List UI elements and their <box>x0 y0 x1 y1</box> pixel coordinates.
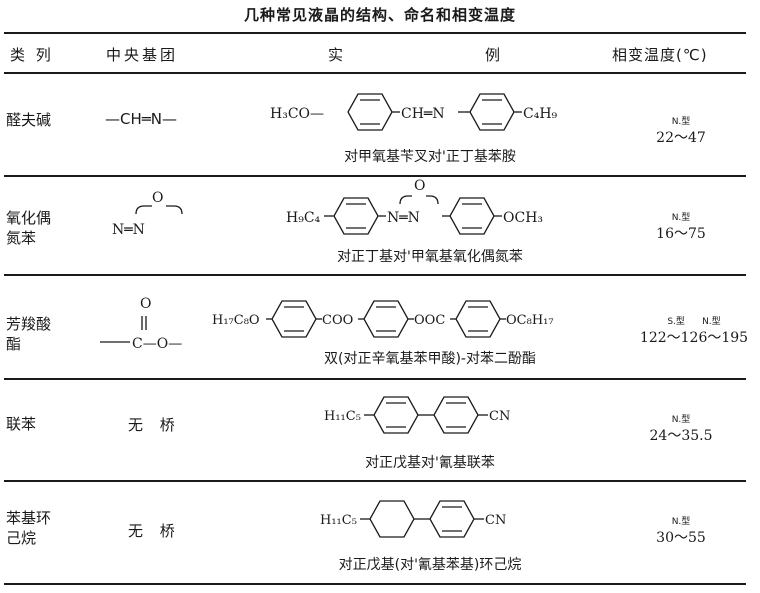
temperature-range: 24～35.5 <box>649 428 713 444</box>
central-group-diagram: O C—O— <box>100 296 182 352</box>
benzene-ring <box>271 300 317 338</box>
temperature-range: 16～75 <box>656 226 706 242</box>
structural-formula: H₃CO— CH═N C₄H₉ <box>270 93 558 131</box>
phase-type-nematic: N.型 <box>702 317 721 327</box>
row-divider <box>4 378 746 380</box>
benzene-ring <box>433 396 479 434</box>
benzene-ring <box>429 500 475 538</box>
benzene-ring <box>455 300 501 338</box>
temperature-cell: N.型 22～47 <box>626 114 736 146</box>
formula-left: H₁₁C₅ <box>320 513 357 528</box>
header-example-right: 例 <box>485 46 504 64</box>
formula-right: CN <box>485 513 506 528</box>
phase-type: N.型 <box>671 117 691 127</box>
bottom-rule <box>4 583 746 585</box>
category-cell: 氧化偶 氮苯 <box>6 209 52 247</box>
header-central-group: 中央基团 <box>106 46 179 64</box>
formula-right: CN <box>489 409 510 424</box>
compound-name: 对正戊基(对'氰基苯基)环己烷 <box>338 557 522 573</box>
bridge-link: N═N <box>112 222 145 238</box>
link-oxygen: O <box>414 178 425 194</box>
formula-right: C₄H₉ <box>523 106 558 122</box>
formula-left: H₁₁C₅ <box>324 409 361 424</box>
compound-name: 双(对正辛氧基苯甲酸)-对苯二酚酯 <box>324 351 536 367</box>
header-category: 类 列 <box>10 46 54 64</box>
temperature-range: 30～55 <box>656 530 706 546</box>
compound-name: 对正丁基对'甲氧基氧化偶氮苯 <box>337 249 523 265</box>
benzene-ring <box>373 396 419 434</box>
header-example-left: 实 <box>328 46 347 64</box>
formula-right: OCH₃ <box>503 210 543 226</box>
bridge-oxygen: O <box>152 190 163 206</box>
benzene-ring <box>347 93 393 131</box>
bridge-link: C—O— <box>132 336 182 352</box>
category-cell: 联苯 <box>6 415 37 433</box>
formula-left: H₃CO— <box>270 106 324 122</box>
benzene-ring <box>363 300 409 338</box>
structural-formula: H₁₁C₅ CN <box>324 396 510 434</box>
compound-name: 对正戊基对'氰基联苯 <box>365 455 495 471</box>
phase-type: N.型 <box>671 517 691 527</box>
central-group-cell: 无 桥 <box>128 522 181 540</box>
temperature-cell: N.型 24～35.5 <box>626 412 736 444</box>
formula-link: OOC <box>414 313 445 328</box>
phase-type-smectic: S.型 <box>667 317 685 327</box>
structural-formula: H₁₁C₅ CN <box>320 500 506 538</box>
phase-type: N.型 <box>671 415 691 425</box>
category-cell: 苯基环 己烷 <box>6 509 52 547</box>
structural-formula: H₁₇C₈O COO OOC OC₈H₁₇ <box>212 300 554 338</box>
temperature-cell: N.型 16～75 <box>626 210 736 242</box>
benzene-ring <box>469 93 515 131</box>
formula-link: CH═N <box>401 106 445 122</box>
temperature-cell: N.型 30～55 <box>626 514 736 546</box>
formula-link: N═N <box>387 210 420 226</box>
formula-link: COO <box>322 313 353 328</box>
row-divider <box>4 274 746 276</box>
central-group-diagram: O N═N <box>112 190 183 238</box>
category-cell: 芳羧酸 酯 <box>6 315 52 353</box>
cyclohexane-ring <box>369 500 415 538</box>
benzene-ring <box>449 197 495 235</box>
formula-left: H₁₇C₈O <box>212 313 260 328</box>
bridge-oxygen: O <box>140 296 151 312</box>
formula-right: OC₈H₁₇ <box>506 313 554 328</box>
top-rule <box>4 32 746 34</box>
benzene-ring <box>333 197 379 235</box>
temperature-cell: S.型 N.型 122～126～195 <box>632 314 756 346</box>
central-group-cell: 无 桥 <box>128 416 181 434</box>
formula-left: H₉C₄ <box>286 210 321 226</box>
temperature-range: 22～47 <box>656 130 706 146</box>
central-group-cell: —CH═N— <box>105 110 178 128</box>
header-rule <box>4 72 746 74</box>
row-divider <box>4 480 746 482</box>
header-temperature: 相变温度(℃) <box>612 46 708 64</box>
category-cell: 醛夫碱 <box>6 111 52 129</box>
table-title: 几种常见液晶的结构、命名和相变温度 <box>243 6 516 24</box>
phase-type: N.型 <box>671 213 691 223</box>
row-divider <box>4 175 746 177</box>
compound-name: 对甲氧基苄叉对'正丁基苯胺 <box>344 149 516 165</box>
structural-formula: H₉C₄ O N═N OCH₃ <box>286 178 543 235</box>
temperature-range: 122～126～195 <box>639 330 749 346</box>
